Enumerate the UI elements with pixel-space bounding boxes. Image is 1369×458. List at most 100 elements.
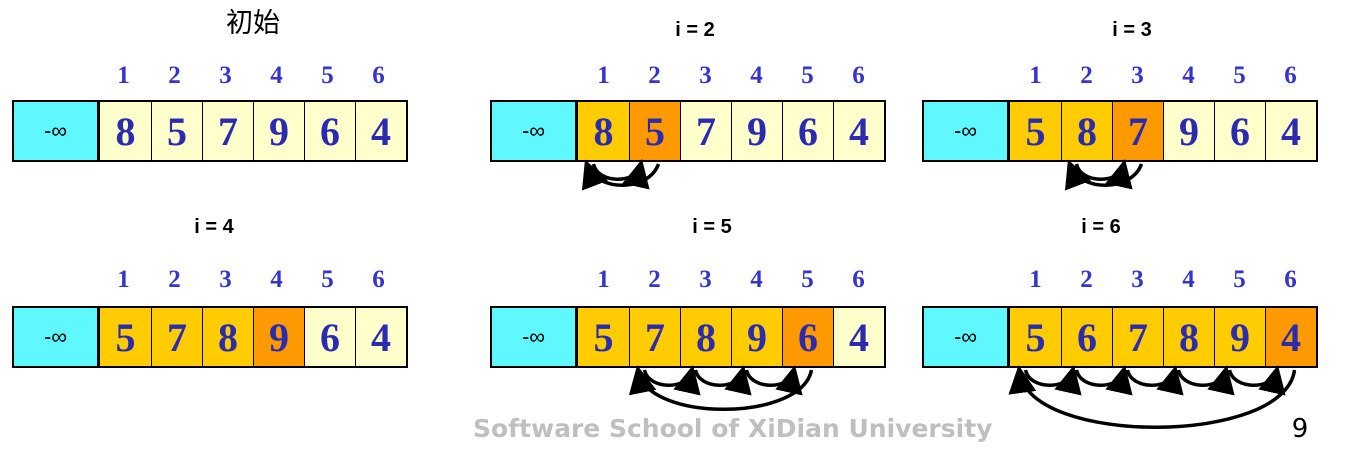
index-label: 3 [699,62,712,89]
index-label: 4 [750,266,763,293]
index-label: 4 [1182,62,1195,89]
index-label: 3 [219,62,232,89]
index-label: 5 [321,266,334,293]
sentinel-cell: -∞ [14,308,100,366]
array-cell: 4 [355,308,406,366]
shift-arrow [591,159,650,190]
array-cell: 8 [1163,308,1214,366]
panel-title: i = 2 [675,19,715,41]
array-row: -∞ 5 7 8 9 6 4 [490,306,886,368]
array-row: -∞ 8 5 7 9 6 4 [12,100,408,162]
array-cell: 6 [1214,102,1265,160]
index-label: 4 [1182,266,1195,293]
sentinel-cell: -∞ [924,102,1010,160]
array-row: -∞ 5 6 7 8 9 4 [922,306,1318,368]
sentinel-cell: -∞ [492,308,578,366]
shift-arrow [693,365,752,396]
index-label: 2 [1080,266,1093,293]
sentinel-cell: -∞ [492,102,578,160]
index-label: 3 [1131,62,1144,89]
array-cell: 6 [782,308,833,366]
insert-arrow [1065,159,1144,191]
panel-title: i = 6 [1081,216,1121,238]
array-cell: 8 [1061,102,1112,160]
index-label: 5 [801,266,814,293]
array-row: -∞ 5 7 8 9 6 4 [12,306,408,368]
index-label: 5 [1233,62,1246,89]
index-label: 4 [270,266,283,293]
array-cell: 9 [1163,102,1214,160]
index-label: 6 [1284,266,1297,293]
array-cell: 4 [355,102,406,160]
array-cell: 8 [202,308,253,366]
index-label: 2 [168,62,181,89]
array-cell: 7 [1112,308,1163,366]
array-cell: 5 [1010,102,1061,160]
index-label: 2 [648,266,661,293]
index-label: 3 [1131,266,1144,293]
shift-arrow [1176,365,1235,396]
shift-arrow [1125,365,1184,396]
array-cell: 4 [833,308,884,366]
array-cell: 6 [304,102,355,160]
index-label: 6 [372,62,385,89]
index-label: 1 [117,266,130,293]
array-cell: 8 [100,102,151,160]
array-cell: 5 [100,308,151,366]
array-cell: 5 [629,102,680,160]
index-label: 4 [750,62,763,89]
shift-arrow [1227,365,1286,396]
index-label: 5 [321,62,334,89]
index-label: 1 [1029,62,1042,89]
index-label: 3 [219,266,232,293]
array-cell: 8 [680,308,731,366]
array-cell: 9 [1214,308,1265,366]
index-label: 2 [168,266,181,293]
array-cell: 8 [578,102,629,160]
index-label: 6 [852,266,865,293]
panel-title: 初始 [226,8,280,39]
array-cell: 6 [782,102,833,160]
shift-arrow [1074,365,1133,396]
panel-title: i = 3 [1112,19,1152,41]
index-label: 5 [1233,266,1246,293]
insert-arrow [1008,365,1297,429]
index-label: 4 [270,62,283,89]
array-cell: 7 [680,102,731,160]
array-cell: 7 [629,308,680,366]
footer-text: Software School of XiDian University [473,414,993,443]
array-cell: 9 [731,308,782,366]
array-cell: 7 [202,102,253,160]
panel-title: i = 4 [194,216,234,238]
index-label: 6 [852,62,865,89]
index-label: 6 [1284,62,1297,89]
shift-arrow [1023,365,1082,396]
insert-arrow [628,365,814,411]
array-row: -∞ 8 5 7 9 6 4 [490,100,886,162]
array-cell: 6 [1061,308,1112,366]
array-cell: 5 [1010,308,1061,366]
panel-title: i = 5 [692,216,732,238]
index-label: 1 [117,62,130,89]
index-label: 2 [1080,62,1093,89]
array-cell: 5 [578,308,629,366]
index-label: 1 [597,62,610,89]
sentinel-cell: -∞ [14,102,100,160]
array-cell: 5 [151,102,202,160]
array-cell: 9 [253,102,304,160]
index-label: 1 [1029,266,1042,293]
array-cell: 9 [731,102,782,160]
insert-arrow [582,159,661,191]
array-cell: 4 [833,102,884,160]
array-cell: 7 [1112,102,1163,160]
shift-arrow [1074,159,1133,190]
shift-arrow [642,365,701,396]
array-cell: 4 [1265,308,1316,366]
index-label: 2 [648,62,661,89]
page-number: 9 [1291,414,1309,444]
sentinel-cell: -∞ [924,308,1010,366]
array-cell: 9 [253,308,304,366]
index-label: 1 [597,266,610,293]
index-label: 6 [372,266,385,293]
